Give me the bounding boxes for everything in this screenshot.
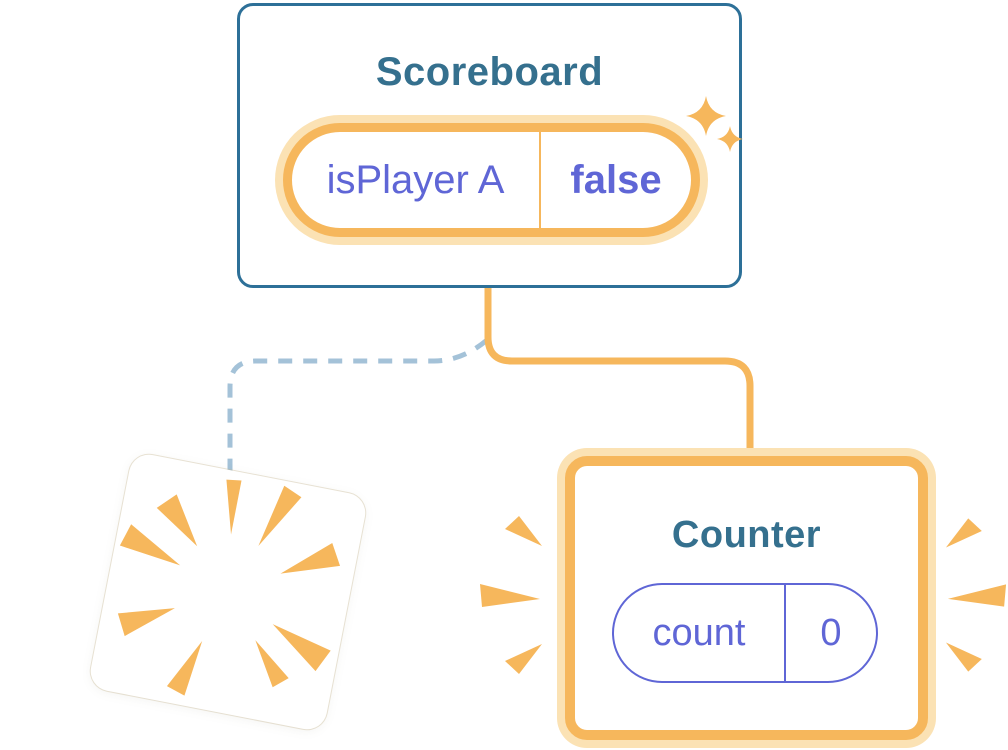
state-name-label: isPlayer A bbox=[326, 157, 505, 202]
pill-divider bbox=[784, 585, 786, 681]
solid-connector-line bbox=[484, 287, 754, 458]
state-value-label: false bbox=[570, 157, 662, 202]
count-name-label: count bbox=[652, 611, 746, 654]
counter-title: Counter bbox=[671, 514, 822, 556]
pill-divider bbox=[539, 132, 541, 228]
poof-card bbox=[87, 451, 369, 733]
sparkles-icon bbox=[686, 96, 743, 152]
counter-state-pill: count 0 bbox=[612, 583, 878, 683]
dashed-connector-line bbox=[227, 338, 489, 472]
emphasis-rays-left-icon bbox=[480, 516, 542, 674]
poof-starburst-icon bbox=[117, 479, 341, 696]
emphasis-rays-right-icon bbox=[945, 518, 1007, 672]
scoreboard-title: Scoreboard bbox=[375, 50, 604, 94]
count-value-label: 0 bbox=[820, 611, 842, 654]
scoreboard-state-pill: isPlayer A false bbox=[283, 123, 700, 237]
